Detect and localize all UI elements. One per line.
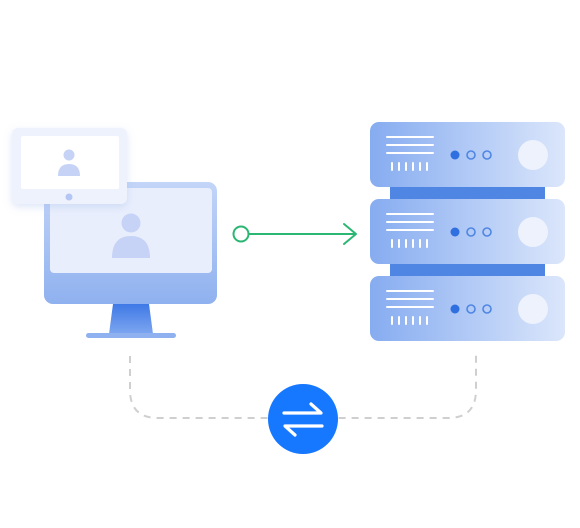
status-led xyxy=(482,304,492,314)
server-vent xyxy=(386,290,434,325)
status-led-active xyxy=(450,150,460,160)
server-unit xyxy=(370,199,565,264)
swap-arrows-icon xyxy=(268,384,338,454)
status-led-active xyxy=(450,227,460,237)
status-led-active xyxy=(450,304,460,314)
server-unit xyxy=(370,276,565,341)
server-vent xyxy=(386,136,434,171)
monitor-icon xyxy=(44,182,217,338)
status-led xyxy=(482,150,492,160)
server-knob xyxy=(518,140,548,170)
monitor-stand xyxy=(109,304,153,334)
server-connector xyxy=(390,186,545,200)
server-connector xyxy=(390,264,545,278)
server-knob xyxy=(518,217,548,247)
monitor-base xyxy=(86,333,176,338)
status-led xyxy=(466,227,476,237)
status-led xyxy=(466,150,476,160)
user-card-avatar-icon xyxy=(58,149,80,176)
server-unit xyxy=(370,122,565,187)
user-card-dot xyxy=(65,193,73,201)
server-vent xyxy=(386,213,434,248)
status-led xyxy=(466,304,476,314)
server-knob xyxy=(518,294,548,324)
status-led xyxy=(482,227,492,237)
arrow-right-icon xyxy=(232,223,357,245)
server-rack-icon xyxy=(370,122,565,341)
user-avatar-icon xyxy=(112,213,150,258)
user-card xyxy=(12,128,127,204)
